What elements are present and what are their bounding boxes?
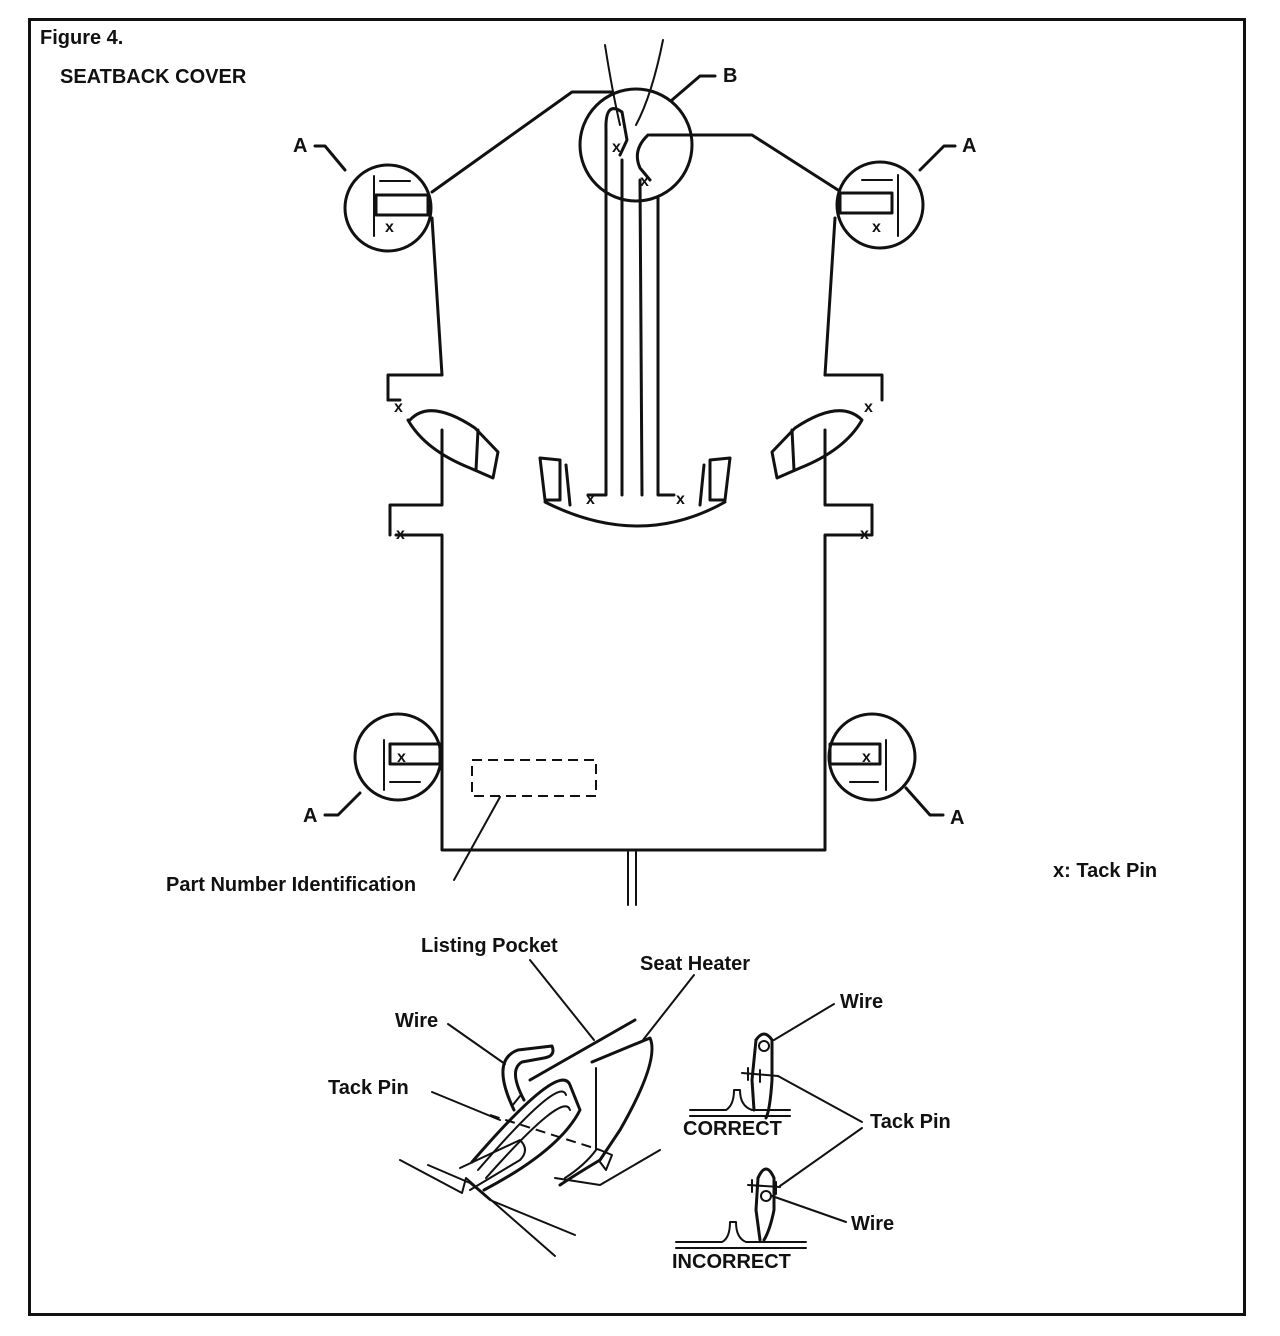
tack-mark: x xyxy=(676,491,685,508)
tack-pin-label: Tack Pin xyxy=(328,1077,409,1099)
listing-pocket-label: Listing Pocket xyxy=(421,935,558,957)
tack-mark: x xyxy=(640,173,649,190)
figure-label: Figure 4. xyxy=(40,27,123,49)
incorrect-label: INCORRECT xyxy=(672,1251,791,1273)
seatback-outline xyxy=(386,39,884,906)
detail-drawing: Listing Pocket Seat Heater Wire Tack Pin xyxy=(328,935,750,1257)
tack-mark: x xyxy=(385,219,394,236)
tack-mark: x xyxy=(394,399,403,416)
figure-frame xyxy=(28,18,1246,1316)
tack-mark: x xyxy=(872,219,881,236)
comparison-tack-pin-callout: Tack Pin xyxy=(777,1075,951,1187)
tack-mark: x xyxy=(860,526,869,543)
callout-a-top-right: x A xyxy=(835,135,976,250)
tack-mark: x xyxy=(397,749,406,766)
correct-wire-label: Wire xyxy=(840,991,883,1013)
incorrect-example: INCORRECT Wire xyxy=(672,1167,894,1273)
diagram-title: SEATBACK COVER xyxy=(60,66,247,88)
comparison-tack-pin-label: Tack Pin xyxy=(870,1111,951,1133)
part-number-area: Part Number Identification xyxy=(166,759,597,896)
callout-a-label: A xyxy=(950,807,964,829)
tack-mark: x xyxy=(396,526,405,543)
callout-b: x x B xyxy=(578,65,737,203)
legend: x: Tack Pin xyxy=(1053,860,1157,882)
incorrect-wire-label: Wire xyxy=(851,1213,894,1235)
part-number-label: Part Number Identification xyxy=(166,874,416,896)
callout-a-bottom-left: x A xyxy=(303,712,443,827)
callout-a-label: A xyxy=(962,135,976,157)
tack-mark: x xyxy=(612,139,621,156)
correct-label: CORRECT xyxy=(683,1118,782,1140)
tack-pin-marks: x x x x x x xyxy=(394,399,873,543)
callout-b-label: B xyxy=(723,65,737,87)
tack-mark: x xyxy=(864,399,873,416)
tack-mark: x xyxy=(862,749,871,766)
callout-a-label: A xyxy=(303,805,317,827)
seat-heater-label: Seat Heater xyxy=(640,953,750,975)
tack-mark: x xyxy=(586,491,595,508)
callout-a-label: A xyxy=(293,135,307,157)
correct-example: CORRECT Wire xyxy=(683,991,883,1140)
callout-a-bottom-right: x A xyxy=(827,712,964,829)
wire-label: Wire xyxy=(395,1010,438,1032)
callout-a-top-left: x A xyxy=(293,135,433,253)
